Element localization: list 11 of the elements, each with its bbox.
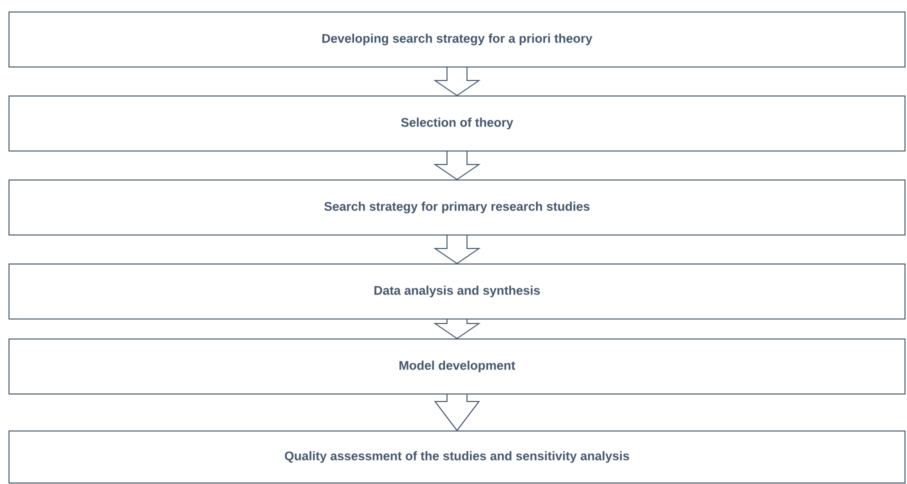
block-arrow xyxy=(433,318,481,340)
block-arrow xyxy=(433,151,481,180)
process-box: Model development xyxy=(8,338,906,394)
block-arrow xyxy=(434,394,480,432)
process-box: Quality assessment of the studies and sensitivity analysis xyxy=(8,430,906,484)
block-arrow xyxy=(433,234,481,264)
block-arrow xyxy=(433,67,481,96)
process-box: Developing search strategy for a priori theory xyxy=(8,12,906,68)
process-box: Data analysis and synthesis xyxy=(8,263,906,320)
process-box: Search strategy for primary research studies xyxy=(8,180,906,236)
process-box: Selection of theory xyxy=(8,96,906,152)
